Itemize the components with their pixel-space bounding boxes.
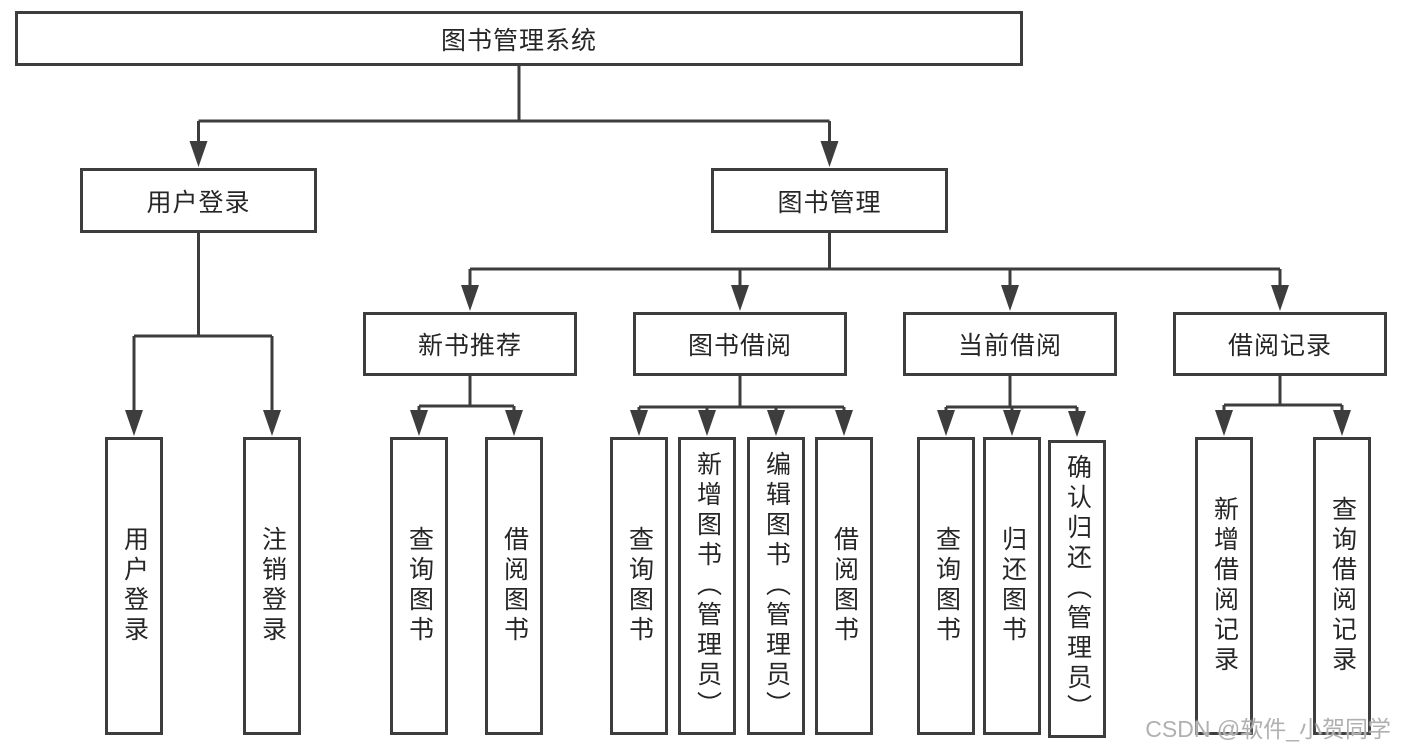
node-book-borrowing-label: 图书借阅 xyxy=(687,332,792,360)
leaf-add-borrow-record-label: 新增借阅记录 xyxy=(1210,496,1239,676)
node-book-management-label: 图书管理 xyxy=(777,188,882,217)
arrowhead-icon xyxy=(1001,285,1019,311)
leaf-confirm-return-admin-label: 确认归还（管理员） xyxy=(1063,454,1092,724)
leaf-query-books-recommend: 查询图书 xyxy=(390,437,448,735)
node-current-borrowing: 当前借阅 xyxy=(903,312,1117,376)
arrowhead-icon xyxy=(1333,410,1351,436)
leaf-query-books-recommend-label: 查询图书 xyxy=(405,526,434,646)
leaf-return-book-label: 归还图书 xyxy=(998,526,1027,646)
leaf-logout-label: 注销登录 xyxy=(258,526,287,646)
csdn-watermark: CSDN @软件_小贺同学 xyxy=(1145,716,1391,742)
arrowhead-icon xyxy=(410,410,428,436)
arrowhead-icon xyxy=(461,285,479,311)
node-user-login-label: 用户登录 xyxy=(146,188,251,217)
node-library-system-label: 图书管理系统 xyxy=(440,26,597,55)
leaf-query-books-borrowing-label: 查询图书 xyxy=(625,526,654,646)
leaf-edit-book-admin-label: 编辑图书（管理员） xyxy=(762,451,791,721)
leaf-add-borrow-record: 新增借阅记录 xyxy=(1195,437,1253,735)
node-new-book-recommend-label: 新书推荐 xyxy=(417,332,522,360)
leaf-query-books-borrowing: 查询图书 xyxy=(610,437,668,735)
arrowhead-icon xyxy=(125,410,143,436)
arrowhead-icon xyxy=(1003,410,1021,436)
leaf-return-book: 归还图书 xyxy=(983,437,1041,735)
leaf-query-books-current-label: 查询图书 xyxy=(932,526,961,646)
leaf-user-login-label: 用户登录 xyxy=(120,526,149,646)
arrowhead-icon xyxy=(835,410,853,436)
leaf-add-book-admin: 新增图书（管理员） xyxy=(678,437,736,735)
arrowhead-icon xyxy=(1271,285,1289,311)
arrowhead-icon xyxy=(189,141,208,167)
node-borrow-records: 借阅记录 xyxy=(1173,312,1387,376)
leaf-query-books-current: 查询图书 xyxy=(917,437,975,735)
leaf-add-book-admin-label: 新增图书（管理员） xyxy=(693,451,722,721)
leaf-borrow-books-borrowing: 借阅图书 xyxy=(815,437,873,735)
arrowhead-icon xyxy=(937,410,955,436)
arrowhead-icon xyxy=(767,410,785,436)
leaf-edit-book-admin: 编辑图书（管理员） xyxy=(747,437,805,735)
node-user-login: 用户登录 xyxy=(80,168,317,233)
node-book-management: 图书管理 xyxy=(711,168,948,233)
leaf-borrow-books-recommend: 借阅图书 xyxy=(485,437,543,735)
node-book-borrowing: 图书借阅 xyxy=(633,312,847,376)
leaf-borrow-books-borrowing-label: 借阅图书 xyxy=(830,526,859,646)
arrowhead-icon xyxy=(505,410,523,436)
leaf-confirm-return-admin: 确认归还（管理员） xyxy=(1048,440,1106,738)
arrowhead-icon xyxy=(630,410,648,436)
arrowhead-icon xyxy=(1215,410,1233,436)
node-new-book-recommend: 新书推荐 xyxy=(363,312,577,376)
node-borrow-records-label: 借阅记录 xyxy=(1227,332,1332,360)
arrowhead-icon xyxy=(731,285,749,311)
arrowhead-icon xyxy=(263,410,281,436)
arrowhead-icon xyxy=(1068,411,1086,437)
leaf-query-borrow-record: 查询借阅记录 xyxy=(1313,437,1371,735)
leaf-logout: 注销登录 xyxy=(243,437,301,735)
leaf-user-login: 用户登录 xyxy=(105,437,163,735)
leaf-query-borrow-record-label: 查询借阅记录 xyxy=(1328,496,1357,676)
node-current-borrowing-label: 当前借阅 xyxy=(957,332,1062,360)
node-library-system: 图书管理系统 xyxy=(15,11,1023,66)
arrowhead-icon xyxy=(698,410,716,436)
leaf-borrow-books-recommend-label: 借阅图书 xyxy=(500,526,529,646)
arrowhead-icon xyxy=(820,141,839,167)
